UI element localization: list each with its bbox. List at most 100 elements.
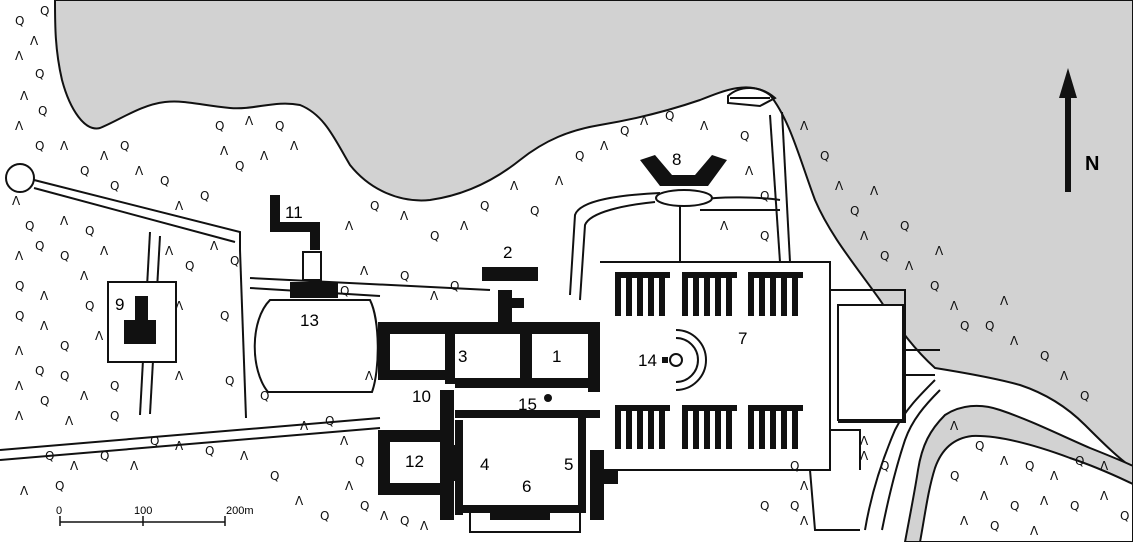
barrack-block [781,405,787,449]
label-1: 1 [552,347,561,366]
tree-round-icon: Q [35,67,44,81]
barrack-block [682,405,688,449]
tree-round-icon: Q [160,174,169,188]
tree-round-icon: Q [740,129,749,143]
tree-conifer-icon: Λ [400,209,409,223]
oval-track-13 [253,299,379,393]
tree-round-icon: Q [1025,459,1034,473]
tree-round-icon: Q [760,229,769,243]
tree-conifer-icon: Λ [300,419,309,433]
tree-round-icon: Q [790,499,799,513]
peninsula-southeast [918,434,1133,542]
tree-round-icon: Q [235,159,244,173]
tree-conifer-icon: Λ [12,194,21,208]
tree-conifer-icon: Λ [1000,454,1009,468]
tree-conifer-icon: Λ [40,289,49,303]
label-7: 7 [738,329,747,348]
tree-round-icon: Q [450,279,459,293]
tree-round-icon: Q [1010,499,1019,513]
tree-round-icon: Q [275,119,284,133]
barrack-block [682,272,688,316]
plaza-8 [655,189,713,207]
tree-round-icon: Q [40,4,49,18]
building-8 [640,155,727,186]
tree-round-icon: Q [880,249,889,263]
tree-round-icon: Q [80,164,89,178]
tree-round-icon: Q [620,124,629,138]
monument-14 [662,329,707,391]
barrack-block [792,405,798,449]
tree-conifer-icon: Λ [295,494,304,508]
barrack-block [626,272,632,316]
tree-conifer-icon: Λ [130,459,139,473]
barrack-block [637,405,643,449]
tree-round-icon: Q [185,259,194,273]
tree-conifer-icon: Λ [60,214,69,228]
link-11-13 [302,251,322,281]
tree-round-icon: Q [270,469,279,483]
tree-conifer-icon: Λ [430,289,439,303]
tree-round-icon: Q [400,269,409,283]
tree-conifer-icon: Λ [365,369,374,383]
tree-conifer-icon: Λ [220,144,229,158]
barrack-block [715,405,721,449]
tree-round-icon: Q [35,139,44,153]
tree-conifer-icon: Λ [800,514,809,528]
tree-round-icon: Q [150,434,159,448]
tree-conifer-icon: Λ [175,299,184,313]
tree-round-icon: Q [990,519,999,533]
tree-round-icon: Q [950,469,959,483]
tree-round-icon: Q [430,229,439,243]
barrack-block [781,272,787,316]
tree-conifer-icon: Λ [175,439,184,453]
barrack-block [704,272,710,316]
tree-conifer-icon: Λ [80,269,89,283]
tree-round-icon: Q [975,439,984,453]
barracks-south [615,405,803,449]
scale-tick-200m: 200m [226,505,254,517]
tree-round-icon: Q [370,199,379,213]
tree-round-icon: Q [85,224,94,238]
tree-conifer-icon: Λ [870,184,879,198]
tree-conifer-icon: Λ [70,459,79,473]
tree-conifer-icon: Λ [800,479,809,493]
tree-round-icon: Q [205,444,214,458]
north-arrow-icon [1059,68,1077,192]
tree-round-icon: Q [35,239,44,253]
scale-bar: 0 100 200m [56,505,254,526]
tree-round-icon: Q [110,379,119,393]
tree-round-icon: Q [1075,454,1084,468]
tree-conifer-icon: Λ [960,514,969,528]
site-labels: 1 2 3 4 5 6 7 8 9 10 11 12 13 14 15 [115,150,747,496]
tree-conifer-icon: Λ [980,489,989,503]
barrack-block [726,272,732,316]
label-9: 9 [115,295,124,314]
tree-conifer-icon: Λ [80,389,89,403]
label-14: 14 [638,351,657,370]
tree-round-icon: Q [320,509,329,523]
tree-conifer-icon: Λ [950,299,959,313]
barracks-north [615,272,803,316]
building-11 [270,195,320,250]
tree-conifer-icon: Λ [1060,369,1069,383]
tree-conifer-icon: Λ [420,519,429,533]
tree-round-icon: Q [985,319,994,333]
barrack-block [759,405,765,449]
tree-round-icon: Q [850,204,859,218]
tree-round-icon: Q [220,309,229,323]
barrack-block [792,272,798,316]
tree-conifer-icon: Λ [100,244,109,258]
tree-conifer-icon: Λ [1010,334,1019,348]
tree-conifer-icon: Λ [640,114,649,128]
tree-round-icon: Q [360,499,369,513]
tree-round-icon: Q [760,499,769,513]
tree-conifer-icon: Λ [835,179,844,193]
label-5: 5 [564,455,573,474]
barrack-block [770,405,776,449]
barrack-block [648,272,654,316]
tree-round-icon: Q [38,104,47,118]
scale-tick-0: 0 [56,505,62,517]
tree-conifer-icon: Λ [935,244,944,258]
tree-conifer-icon: Λ [745,164,754,178]
